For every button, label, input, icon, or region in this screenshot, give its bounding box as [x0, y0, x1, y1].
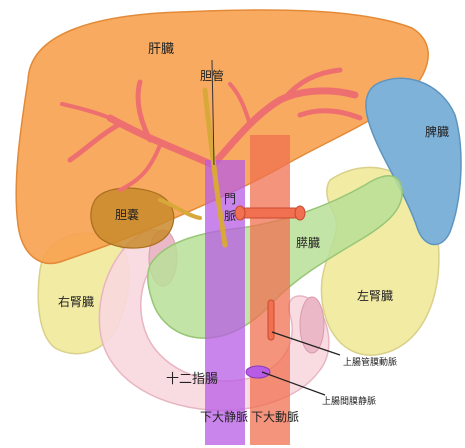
- duodenum-lumen-2: [300, 297, 324, 353]
- liver-label: 肝臓: [148, 42, 174, 57]
- celiac-branch: [235, 206, 305, 220]
- left-kidney-label: 左腎臓: [357, 288, 393, 303]
- pancreas-label: 膵臓: [296, 236, 320, 250]
- portal-vein-label-1: 門: [224, 192, 236, 206]
- abdominal-aorta: [250, 135, 290, 445]
- spleen-label: 脾臓: [425, 124, 449, 139]
- sup-mesenteric-vein-label: 上腸間膜静脈: [322, 395, 376, 407]
- bile-duct-label: 胆管: [200, 68, 224, 83]
- duodenum-label: 十二指腸: [166, 372, 218, 387]
- aorta-label: 下大動脈: [251, 410, 299, 424]
- sup-mesenteric-vein-vessel: [246, 366, 270, 378]
- gallbladder-label: 胆嚢: [115, 207, 139, 222]
- ivc-label: 下大静脈: [200, 410, 248, 424]
- sup-mesenteric-artery-vessel: [268, 300, 274, 340]
- sup-mesenteric-artery-label: 上腸管膜動脈: [343, 356, 397, 368]
- portal-vein-label-2: 脈: [224, 209, 236, 223]
- right-kidney-label: 右腎臓: [58, 294, 94, 309]
